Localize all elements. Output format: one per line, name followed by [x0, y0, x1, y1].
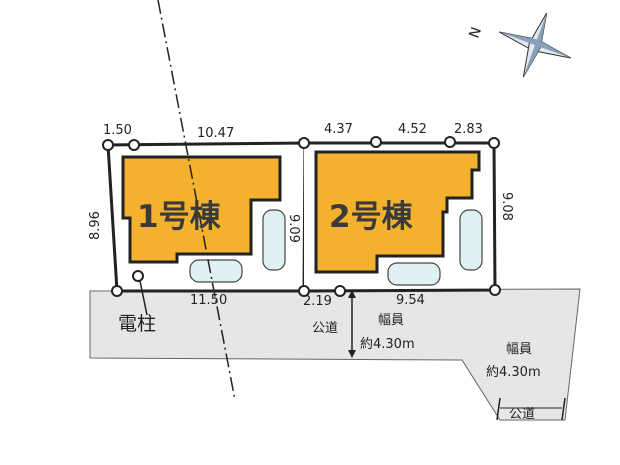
dim-label: 10.47 — [197, 126, 234, 141]
building-2 — [314, 150, 481, 274]
road-width-label: 幅員 — [506, 342, 532, 357]
boundary-markers — [102, 136, 501, 297]
road-type-label: 公道 — [509, 407, 535, 422]
dim-label: 1.50 — [103, 123, 132, 138]
north-label: N — [466, 25, 485, 40]
road-width-label: 幅員 — [378, 313, 404, 328]
utility-pole-icon — [132, 270, 144, 282]
road — [89, 288, 581, 421]
dim-label: 9.08 — [499, 192, 514, 221]
dim-label: 2.19 — [303, 294, 332, 309]
building-2-label: 2号棟 — [329, 199, 414, 235]
dim-label: 8.96 — [88, 211, 103, 240]
dim-label: 9.54 — [396, 293, 425, 308]
dim-label: 2.83 — [454, 122, 483, 137]
road-width-value: 約4.30m — [486, 365, 541, 380]
dim-label: 9.09 — [286, 214, 301, 243]
dim-label: 4.37 — [324, 122, 353, 137]
road-type-label: 公道 — [312, 321, 338, 336]
dim-label: 11.50 — [190, 293, 227, 308]
road-width-value: 約4.30m — [360, 337, 415, 352]
building-1 — [121, 155, 282, 264]
car-icon — [189, 209, 483, 286]
compass-icon — [499, 12, 571, 78]
building-1-label: 1号棟 — [137, 199, 222, 235]
boundary-line — [157, 0, 236, 401]
dim-label: 4.52 — [398, 122, 427, 137]
utility-pole-label: 電柱 — [118, 313, 156, 335]
